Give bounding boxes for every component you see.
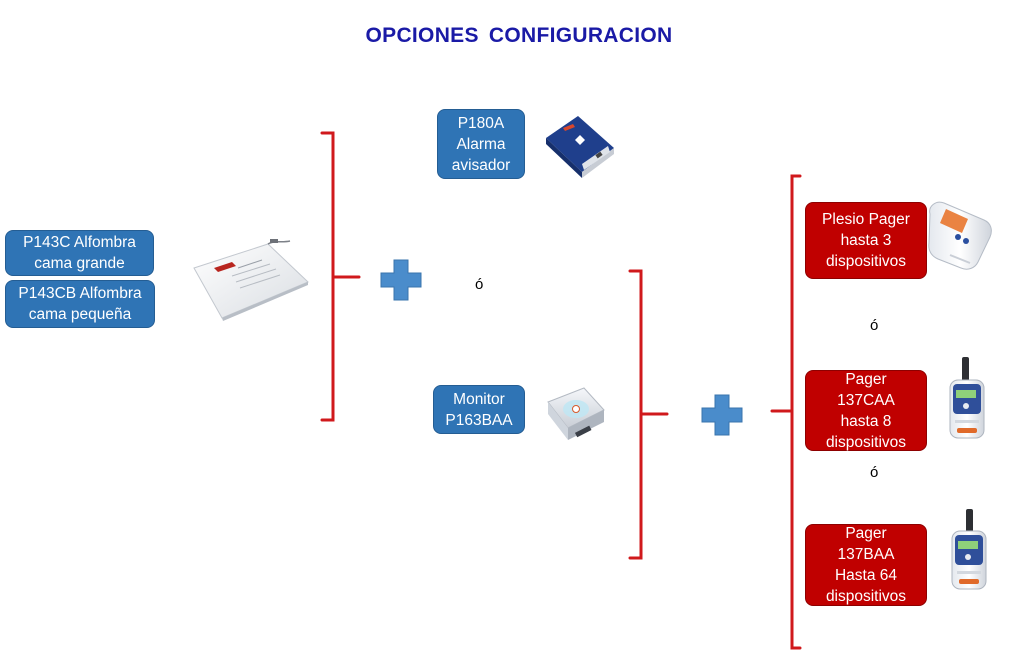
pager-137caa-icon <box>949 357 985 439</box>
floor-mat-icon <box>193 239 309 321</box>
mat-large-box: P143C Alfombra cama grande <box>5 230 154 276</box>
plesio-line2: hasta 3 <box>840 232 892 249</box>
alarm-line1: P180A <box>457 114 505 132</box>
pager-137caa-line3: hasta 8 <box>840 412 892 430</box>
monitor-line2: P163BAA <box>445 411 513 429</box>
pager-137caa-line4: dispositivos <box>825 433 907 451</box>
plesio-pager-icon <box>928 201 992 270</box>
or-label-pager-2: ó <box>870 464 879 481</box>
alarm-line2: Alarma <box>456 135 506 153</box>
plesio-pager-box: Plesio Pager hasta 3 dispositivos <box>805 202 927 279</box>
monitor-line1: Monitor <box>453 390 505 408</box>
pager-137caa-box: Pager 137CAA hasta 8 dispositivos <box>805 370 927 451</box>
mat-small-line1: P143CB Alfombra <box>18 285 142 302</box>
pager-137baa-box: Pager 137BAA Hasta 64 dispositivos <box>805 524 927 606</box>
mat-large-line1: P143C Alfombra <box>23 234 136 251</box>
plus-icon <box>380 259 422 301</box>
monitor-unit-icon <box>547 387 605 440</box>
bracket-mat-options <box>320 131 361 422</box>
alarm-box: P180A Alarma avisador <box>437 109 525 179</box>
or-label-alarm-monitor: ó <box>475 276 484 293</box>
plus-icon <box>701 394 743 436</box>
pager-137baa-line1: Pager <box>845 525 887 542</box>
or-label-pager-1: ó <box>870 317 879 334</box>
alarm-line3: avisador <box>451 156 511 174</box>
page-title: OPCIONES CONFIGURACION <box>365 24 673 47</box>
bracket-device-options <box>628 269 669 560</box>
pager-137baa-line2: 137BAA <box>837 546 895 563</box>
pager-137caa-line2: 137CAA <box>837 391 895 409</box>
pager-137caa-line1: Pager <box>845 370 887 388</box>
mat-small-line2: cama pequeña <box>28 306 132 323</box>
monitor-box: Monitor P163BAA <box>433 385 525 434</box>
pager-137baa-line3: Hasta 64 <box>834 567 898 584</box>
bracket-pager-options <box>770 174 802 650</box>
mat-small-box: P143CB Alfombra cama pequeña <box>5 280 155 328</box>
plesio-line3: dispositivos <box>825 253 907 270</box>
mat-large-line2: cama grande <box>34 255 125 272</box>
alarm-unit-icon <box>546 116 614 178</box>
plesio-line1: Plesio Pager <box>822 211 910 228</box>
pager-137baa-icon <box>951 509 987 590</box>
pager-137baa-line4: dispositivos <box>825 588 907 605</box>
